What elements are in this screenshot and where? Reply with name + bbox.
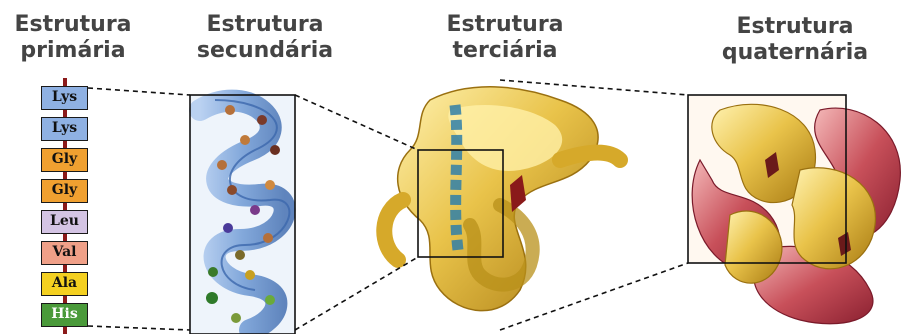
alpha-helix bbox=[190, 95, 295, 334]
quaternary-fold bbox=[688, 95, 900, 324]
tertiary-fold bbox=[384, 87, 620, 311]
amino-acid-5: Leu bbox=[41, 210, 88, 234]
amino-acid-2: Lys bbox=[41, 117, 88, 141]
amino-acid-6: Val bbox=[41, 241, 88, 265]
amino-acid-1: Lys bbox=[41, 86, 88, 110]
amino-acid-7: Ala bbox=[41, 272, 88, 296]
amino-acid-4: Gly bbox=[41, 179, 88, 203]
amino-acid-8: His bbox=[41, 303, 88, 327]
amino-acid-3: Gly bbox=[41, 148, 88, 172]
